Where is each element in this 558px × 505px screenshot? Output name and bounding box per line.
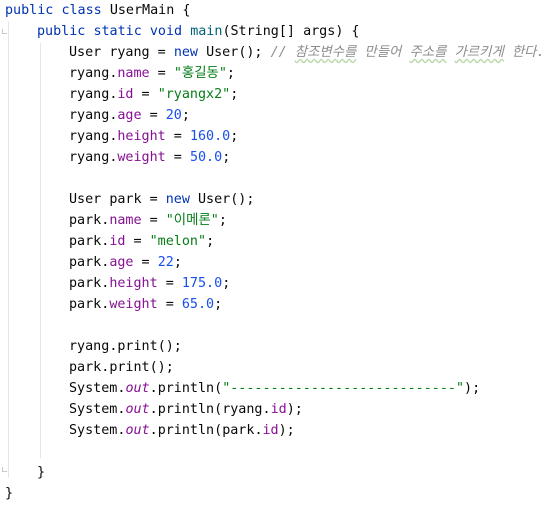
code-line: User ryang = new User(); // 참조변수를 만들어 주소… [69,45,545,60]
keyword: class [61,3,102,18]
method-call: println [157,402,215,417]
code-comment: // 참조변수를 만들어 주소를 가르키게 한다. [270,45,545,60]
static-field: out [125,381,150,396]
field: id [117,87,134,102]
number-literal: 65.0 [181,297,215,312]
static-field: out [125,402,150,417]
code-line: ryang.weight = 50.0; [69,150,231,165]
code-line: public class UserMain { [5,3,191,18]
field: age [117,108,142,123]
number-literal: 160.0 [189,129,231,144]
static-field: out [125,423,150,438]
field: name [109,213,142,228]
field: weight [109,297,158,312]
field: height [117,129,166,144]
field: weight [117,150,166,165]
code-line: ryang.age = 20; [69,108,190,123]
code-line: park.age = 22; [69,255,182,270]
code-line: ryang.height = 160.0; [69,129,239,144]
code-line: park.weight = 65.0; [69,297,223,312]
code-line: public static void main(String[] args) { [37,24,360,39]
keyword: public [5,3,54,18]
code-line: User park = new User(); [69,192,255,207]
field: height [109,276,158,291]
number-literal: 175.0 [181,276,223,291]
field: name [117,66,150,81]
keyword: static [93,24,142,39]
code-line: System.out.println("--------------------… [69,381,481,396]
class-name: UserMain [109,3,175,18]
code-line: } [37,462,45,483]
string-literal: "----------------------------" [222,381,465,396]
keyword: public [37,24,86,39]
method-call: println [157,423,215,438]
string-literal: "melon" [149,234,207,249]
string-literal: "홍길동" [173,66,227,81]
fold-marker-icon[interactable] [2,467,7,472]
code-line: System.out.println(park.id); [69,423,295,438]
number-literal: 22 [157,255,174,270]
code-line: System.out.println(ryang.id); [69,402,303,417]
number-literal: 20 [165,108,182,123]
field: id [109,234,126,249]
method-call: print [117,339,158,354]
code-line: park.name = "이메론"; [69,213,227,228]
number-literal: 50.0 [189,150,223,165]
code-line: } [5,483,13,504]
code-line: ryang.id = "ryangx2"; [69,87,239,102]
field: id [262,423,279,438]
keyword: void [149,24,183,39]
code-line: park.id = "melon"; [69,234,215,249]
field: age [109,255,134,270]
indent-guide [40,43,41,458]
fold-marker-icon[interactable] [2,29,7,34]
string-literal: "이메론" [165,213,219,228]
method-name: main [190,24,223,39]
code-line: ryang.print(); [69,339,182,354]
keyword: new [165,192,190,207]
code-line: park.print(); [69,360,174,375]
indent-guide [8,21,9,478]
code-line: ryang.name = "홍길동"; [69,66,235,81]
method-call: println [157,381,215,396]
method-call: print [109,360,150,375]
string-literal: "ryangx2" [157,87,231,102]
closing-brace: } [37,465,46,480]
code-line: park.height = 175.0; [69,276,231,291]
keyword: new [173,45,198,60]
field: id [270,402,287,417]
closing-brace: } [5,486,14,501]
